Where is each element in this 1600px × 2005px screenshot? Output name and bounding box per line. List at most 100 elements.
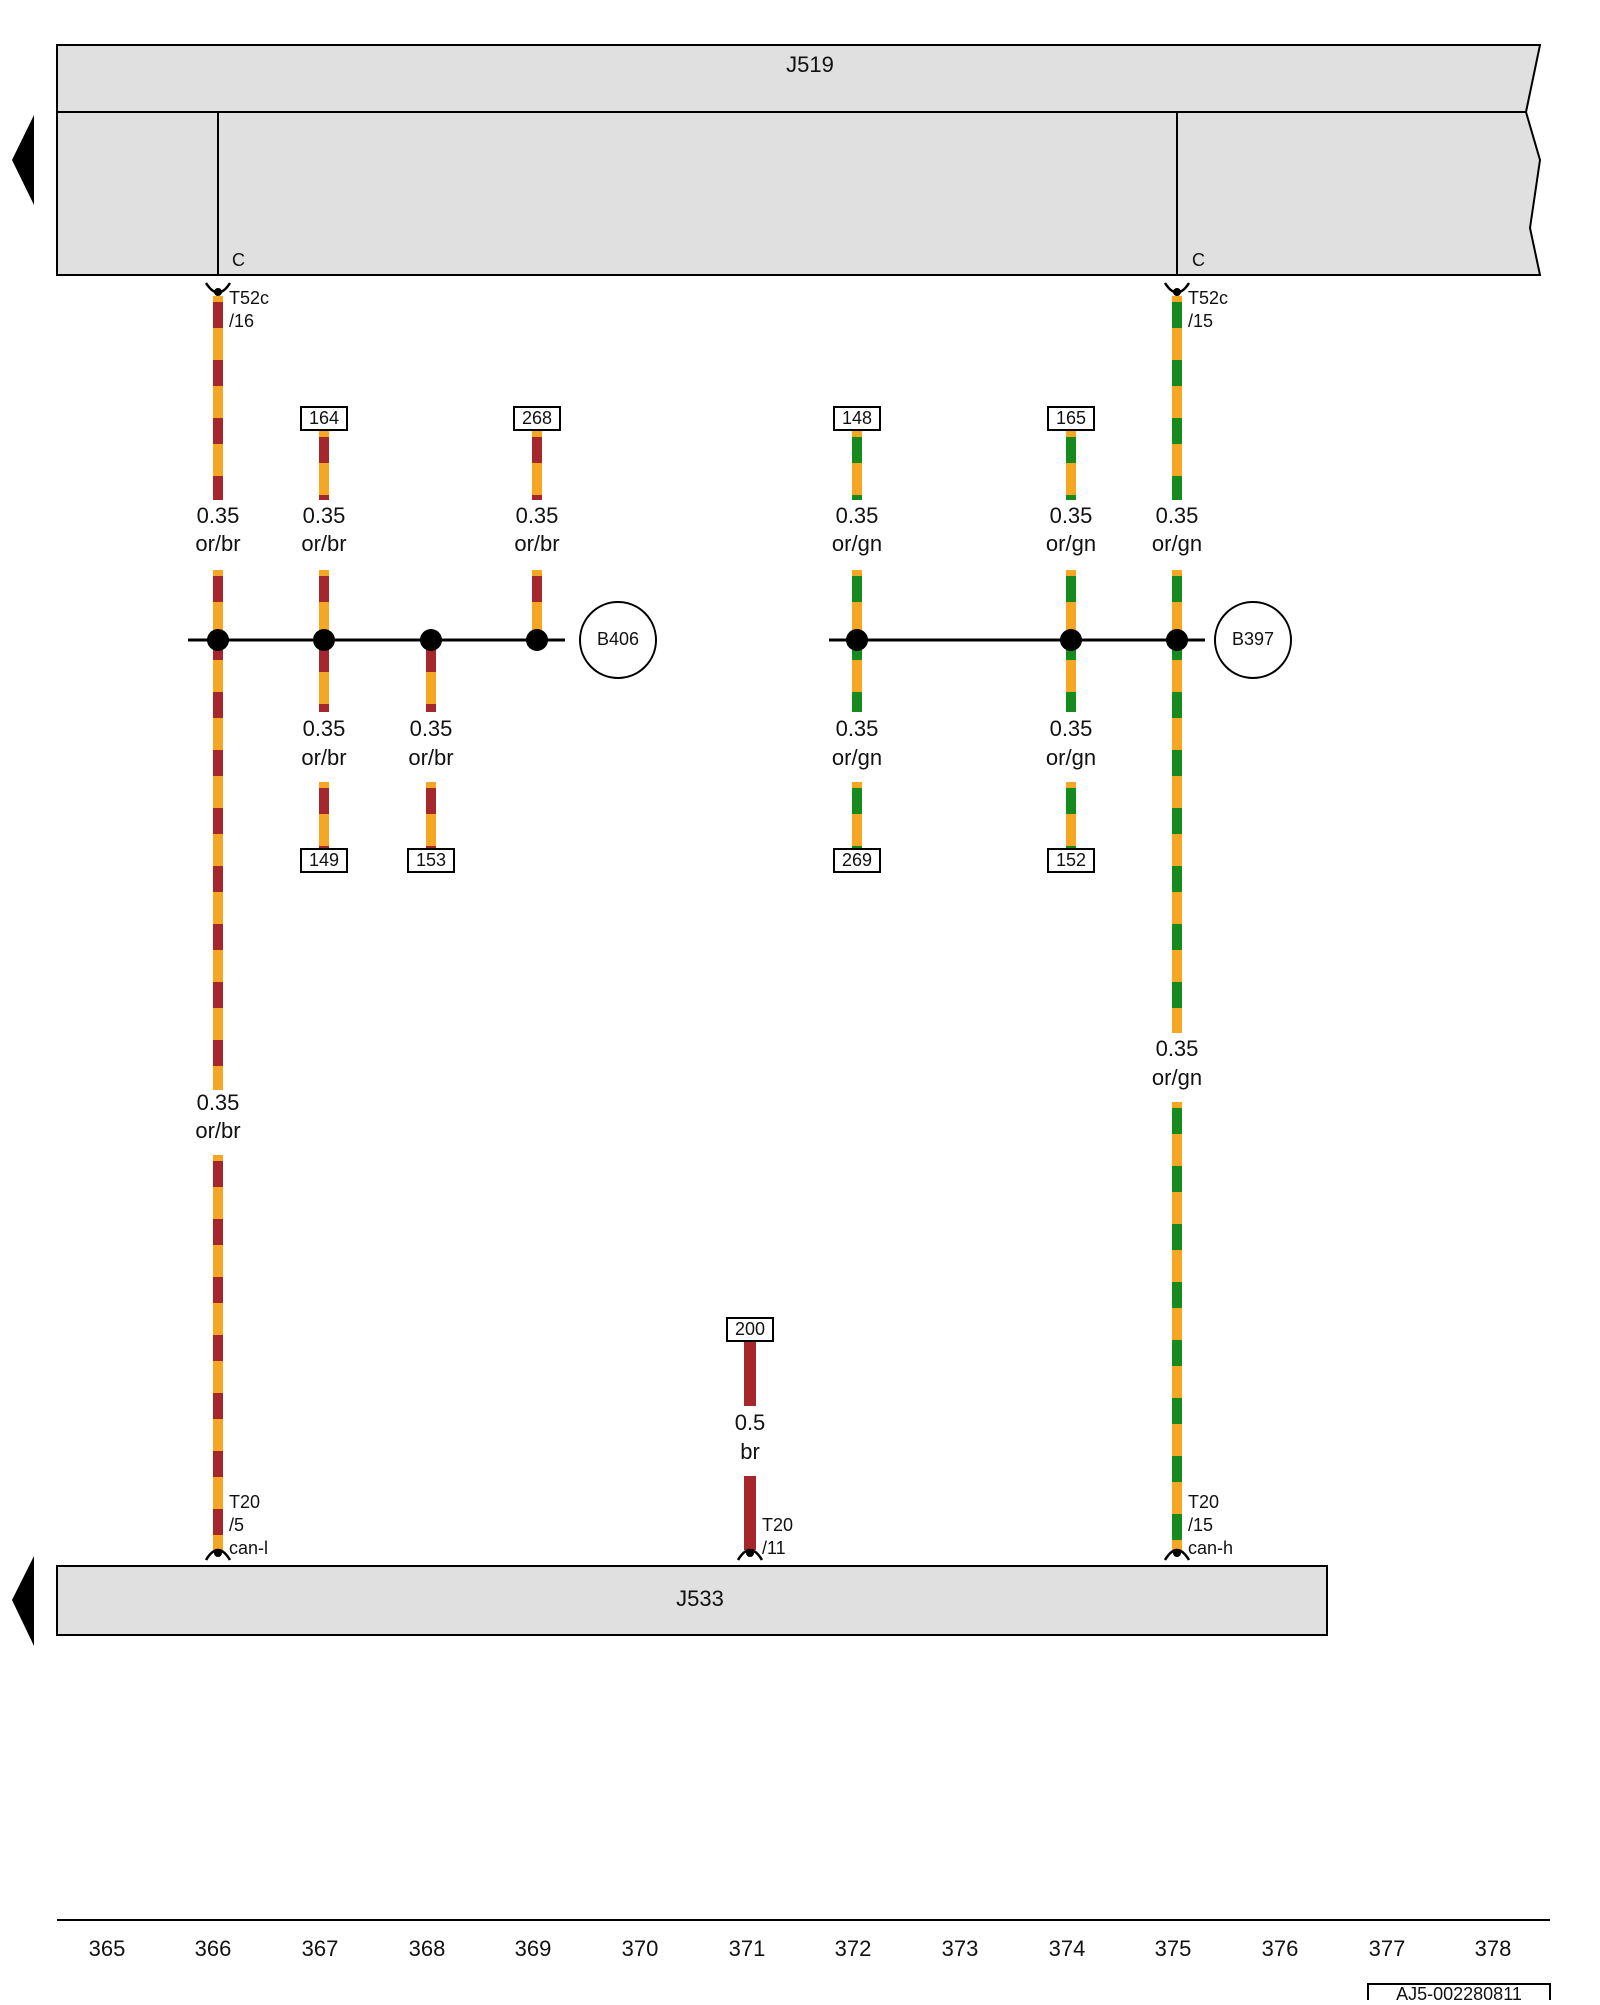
continue-left-arrow-bottom[interactable] [12,1556,34,1646]
ref-box-label: 148 [842,408,872,428]
ref-box-label: 164 [309,408,339,428]
ref-box-frame [300,848,348,873]
wire-label: 0.35 or/gn [832,503,882,556]
splice-b397[interactable]: B397 [1214,601,1292,679]
wire-label: 0.35 or/br [408,716,453,770]
wire-color: or/gn [1046,745,1096,770]
wire-label: 0.5 br [735,1410,766,1464]
wire-size: 0.35 [303,716,346,741]
wire-size: 0.35 [1156,503,1199,528]
ref-box-label: 165 [1056,408,1086,428]
connector-t52c-15[interactable]: C T52c /15 [1163,250,1228,331]
grid-numbers: 365 366 367 368 369 370 371 372 373 374 … [89,1936,1512,1961]
ref-box[interactable]: 200 [726,1317,774,1342]
ref-box[interactable]: 149 [300,848,348,873]
ref-box-label: 269 [842,850,872,870]
wire-color: or/gn [1152,1065,1202,1090]
wire-size: 0.35 [1156,1036,1199,1061]
connector-signal: can-l [229,1538,268,1558]
ref-box-frame [726,1317,774,1342]
ref-box-frame [513,406,561,431]
wire-size: 0.35 [1050,716,1093,741]
wire-label: 0.35 or/br [195,1090,240,1143]
connector-t20-11[interactable]: T20 /11 [736,1515,793,1561]
ref-box[interactable]: 153 [407,848,455,873]
ref-box[interactable]: 148 [833,406,881,431]
wire-label: 0.35 or/gn [1046,716,1096,770]
connector-pin-icon [746,1549,754,1557]
wire-color: or/br [301,745,346,770]
connector-pin-letter: C [232,250,245,270]
ref-box[interactable]: 269 [833,848,881,873]
splice-dot [1060,629,1082,651]
ref-box-frame [833,406,881,431]
component-j533-label: J533 [676,1586,724,1611]
wire-color: or/gn [832,531,882,556]
connector-name: T20 [229,1492,260,1512]
connector-pin-icon [1173,1549,1181,1557]
component-j533-body [56,1565,1328,1636]
connector-name: T52c [229,288,269,308]
splice-b406-circle [579,601,657,679]
component-j533[interactable]: J533 [56,1565,1328,1636]
grid-number: 371 [729,1936,766,1961]
doc-id-frame [1367,1983,1551,2000]
wire-color: or/gn [1046,531,1096,556]
connector-name: T20 [1188,1492,1219,1512]
ref-box-label: 152 [1056,850,1086,870]
ref-box[interactable]: 152 [1047,848,1095,873]
ref-box-frame [1047,848,1095,873]
component-j519-label: J519 [786,52,834,77]
connector-signal: can-h [1188,1538,1233,1558]
splice-dot [420,629,442,651]
grid-number: 366 [195,1936,232,1961]
ref-box-frame [1047,406,1095,431]
ref-box-label: 200 [735,1319,765,1339]
wire-label: 0.35 or/br [514,503,559,556]
ref-box[interactable]: 268 [513,406,561,431]
wire-label: 0.35 or/br [195,503,240,556]
grid-number: 368 [409,1936,446,1961]
connector-pin-letter: C [1192,250,1205,270]
wire-size: 0.35 [836,503,879,528]
grid-number: 378 [1475,1936,1512,1961]
component-j519-body [56,44,1542,276]
wire-size: 0.35 [836,716,879,741]
connector-pin-icon [214,288,222,296]
splice-dot [846,629,868,651]
wire-size: 0.35 [197,503,240,528]
ref-box-frame [833,848,881,873]
component-j519[interactable]: J519 [56,44,1542,276]
ref-box-label: 268 [522,408,552,428]
wire-color: or/br [514,531,559,556]
connector-t20-15[interactable]: T20 /15 can-h [1163,1492,1233,1561]
connector-t52c-16[interactable]: C T52c /16 [204,250,269,331]
splice-b397-circle [1214,601,1292,679]
wire-label: 0.35 or/br [301,716,346,770]
ref-box[interactable]: 165 [1047,406,1095,431]
ref-box-label: 153 [416,850,446,870]
grid-number: 365 [89,1936,126,1961]
wire-color: or/gn [1152,531,1202,556]
ref-box-frame [300,406,348,431]
connector-pin: /15 [1188,311,1213,331]
wire-color: or/br [195,1118,240,1143]
grid-number: 367 [302,1936,339,1961]
wire-label: 0.35 or/br [301,503,346,556]
wire-label: 0.35 or/gn [1152,503,1202,556]
splice-dot [207,629,229,651]
wire-label: 0.35 or/gn [1046,503,1096,556]
splice-b406[interactable]: B406 [579,601,657,679]
wires [213,296,1182,1550]
wire-size: 0.35 [1050,503,1093,528]
ref-box-label: 149 [309,850,339,870]
wire-labels: 0.35 or/br 0.35 or/br 0.35 or/br 0.35 or… [195,503,1202,1464]
grid-number: 374 [1049,1936,1086,1961]
connector-t20-5[interactable]: T20 /5 can-l [204,1492,268,1561]
continue-left-arrow-top[interactable] [12,115,34,205]
grid-number: 375 [1155,1936,1192,1961]
ref-box[interactable]: 164 [300,406,348,431]
connector-pin: /15 [1188,1515,1213,1535]
grid-number: 376 [1262,1936,1299,1961]
